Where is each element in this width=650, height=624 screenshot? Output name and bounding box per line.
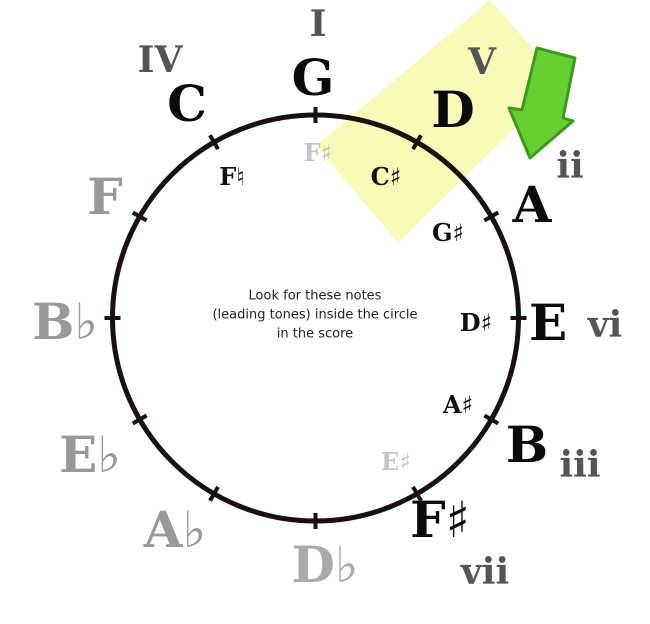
- inner-note-A-sharp: A♯: [442, 390, 474, 419]
- roman-numeral-V: V: [468, 41, 496, 83]
- note-F-sharp: F♯: [410, 490, 470, 549]
- note-E-flat: E♭: [59, 425, 121, 484]
- circle-ticks: [104, 107, 527, 529]
- inner-note-F-natural: F♮: [219, 162, 245, 191]
- roman-numeral-iii: iii: [559, 444, 601, 486]
- note-F: F: [87, 167, 123, 226]
- inner-note-C-sharp: C♯: [370, 162, 402, 191]
- circle-tick: [483, 413, 500, 426]
- note-G: G: [291, 48, 335, 107]
- note-E: E: [528, 293, 568, 352]
- roman-numeral-vi: vi: [587, 304, 623, 346]
- inner-note-E-sharp: E♯: [381, 447, 411, 476]
- note-D-flat: D♭: [291, 535, 359, 594]
- key-highlight-region: [316, 0, 562, 243]
- circle-tick: [131, 210, 148, 223]
- circle-tick: [208, 485, 220, 502]
- roman-numeral-ii: ii: [556, 145, 584, 187]
- circle-tick: [411, 134, 423, 151]
- caption-line-2: (leading tones) inside the circle: [212, 307, 418, 323]
- inner-note-F-sharp: F♯: [303, 138, 333, 167]
- circle-tick: [411, 485, 423, 502]
- caption-line-1: Look for these notes: [248, 288, 382, 304]
- circle-tick: [131, 413, 148, 426]
- note-C: C: [167, 74, 207, 133]
- note-B-flat: B♭: [32, 292, 98, 351]
- roman-numeral-vii: vii: [460, 551, 510, 593]
- note-A: A: [512, 175, 552, 234]
- instruction-caption: Look for these notes (leading tones) ins…: [212, 287, 417, 344]
- roman-numeral-I: I: [309, 3, 327, 45]
- note-B: B: [505, 415, 549, 474]
- circle-tick: [483, 210, 500, 223]
- circle-tick: [208, 134, 220, 151]
- roman-numeral-IV: IV: [137, 39, 183, 81]
- caption-line-3: in the score: [276, 326, 354, 342]
- arrow-down-left-icon: [507, 46, 577, 160]
- note-A-flat: A♭: [143, 500, 207, 559]
- inner-note-D-sharp: D♯: [459, 308, 493, 337]
- note-D: D: [431, 80, 475, 139]
- inner-note-G-sharp: G♯: [431, 218, 465, 247]
